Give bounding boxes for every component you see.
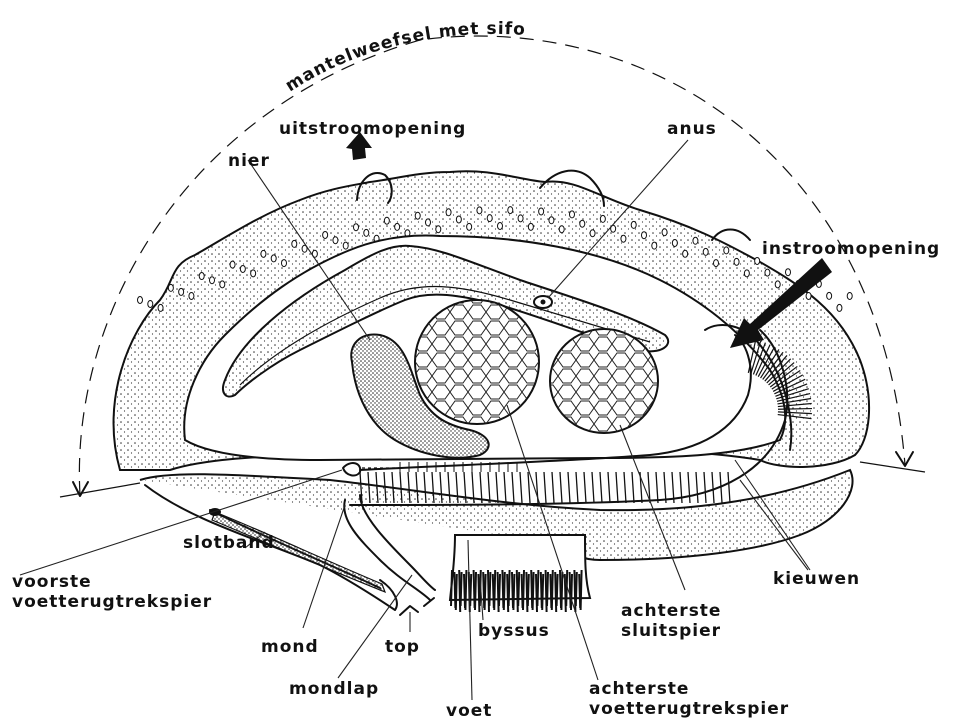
mantle-spot [600, 215, 605, 222]
mantle-spot [672, 239, 677, 246]
mantle-spot [744, 270, 749, 277]
mantle-spot [590, 230, 595, 237]
label-nier: nier [228, 151, 270, 171]
mantle-spot [508, 207, 513, 214]
label-slotband: slotband [183, 533, 275, 553]
mantle-spot [456, 216, 461, 223]
mouth-opening [343, 463, 360, 475]
label-mond: mond [261, 637, 319, 657]
mantle-spot [498, 223, 503, 230]
label-top: top [385, 637, 420, 657]
mantle-spot [323, 231, 328, 238]
mantle-spot [683, 250, 688, 257]
mantle-spot [282, 260, 287, 267]
leader-mondlap [338, 575, 412, 678]
mantle-spot [580, 220, 585, 227]
mantle-spot [662, 229, 667, 236]
mantle-spot [199, 273, 204, 280]
mantle-spot [837, 304, 842, 311]
mantle-spot [539, 208, 544, 215]
mantle-spot [251, 270, 256, 277]
mantle-spot [652, 242, 657, 249]
mantle-spot [261, 250, 266, 257]
mantle-spot [415, 212, 420, 219]
mantle-spot [775, 281, 780, 288]
label-anus: anus [667, 119, 717, 139]
mantle-spot [343, 242, 348, 249]
mantle-spot [724, 247, 729, 254]
byssus-threads [451, 570, 582, 612]
label-kieuwen: kieuwen [773, 569, 860, 589]
mantle-spot [148, 300, 153, 307]
label-mondlap: mondlap [289, 679, 379, 699]
mantle-spot [271, 255, 276, 262]
mantle-spot [827, 292, 832, 299]
mantle-spot [518, 215, 523, 222]
mantle-spot [703, 248, 708, 255]
ligament-end [209, 508, 221, 516]
mantle-spot [786, 269, 791, 276]
mantle-spot [230, 261, 235, 268]
mantle-spot [693, 237, 698, 244]
mantle-spot [477, 207, 482, 214]
mantle-spot [765, 269, 770, 276]
mantle-spot [467, 223, 472, 230]
mantle-spot [158, 304, 163, 311]
mantle-spot [384, 217, 389, 224]
mantle-spot [631, 221, 636, 228]
mantle-spot [168, 284, 173, 291]
mantle-spot [292, 240, 297, 247]
mantle-spot [436, 226, 441, 233]
mantle-spot [240, 265, 245, 272]
foot-tip [400, 598, 434, 615]
mantle-spot [179, 288, 184, 295]
mantle-spot [138, 297, 143, 304]
mantle-papilla [712, 230, 750, 241]
label-mantle: mantelweefsel met sifo [282, 19, 527, 96]
mantle-spot [714, 260, 719, 267]
mantle-edge-right [860, 462, 925, 472]
mantle-spot [570, 211, 575, 218]
label-voet: voet [446, 701, 492, 720]
mantle-spot [354, 224, 359, 231]
mantle-spot [446, 209, 451, 216]
mantle-spot [210, 277, 215, 284]
label-instroomopening: instroomopening [762, 239, 940, 259]
mantle-spot [806, 292, 811, 299]
label-byssus: byssus [478, 621, 550, 641]
mantle-spot [621, 235, 626, 242]
mantle-spot [528, 223, 533, 230]
mantle-spot [559, 226, 564, 233]
mantle-spot [549, 217, 554, 224]
mantle-spot [847, 292, 852, 299]
mantle-spot [364, 229, 369, 236]
mantle-spot [642, 232, 647, 239]
label-uitstroomopening: uitstroomopening [279, 119, 466, 139]
mantle-edge-left [60, 483, 140, 497]
mantle-spot [426, 219, 431, 226]
mantle-spot [755, 257, 760, 264]
mantle-spot [734, 258, 739, 265]
mantle-spot [220, 281, 225, 288]
mantle-spot [395, 223, 400, 230]
mantle-spot [333, 237, 338, 244]
mantle-spot [189, 292, 194, 299]
mantle-spot [487, 215, 492, 222]
